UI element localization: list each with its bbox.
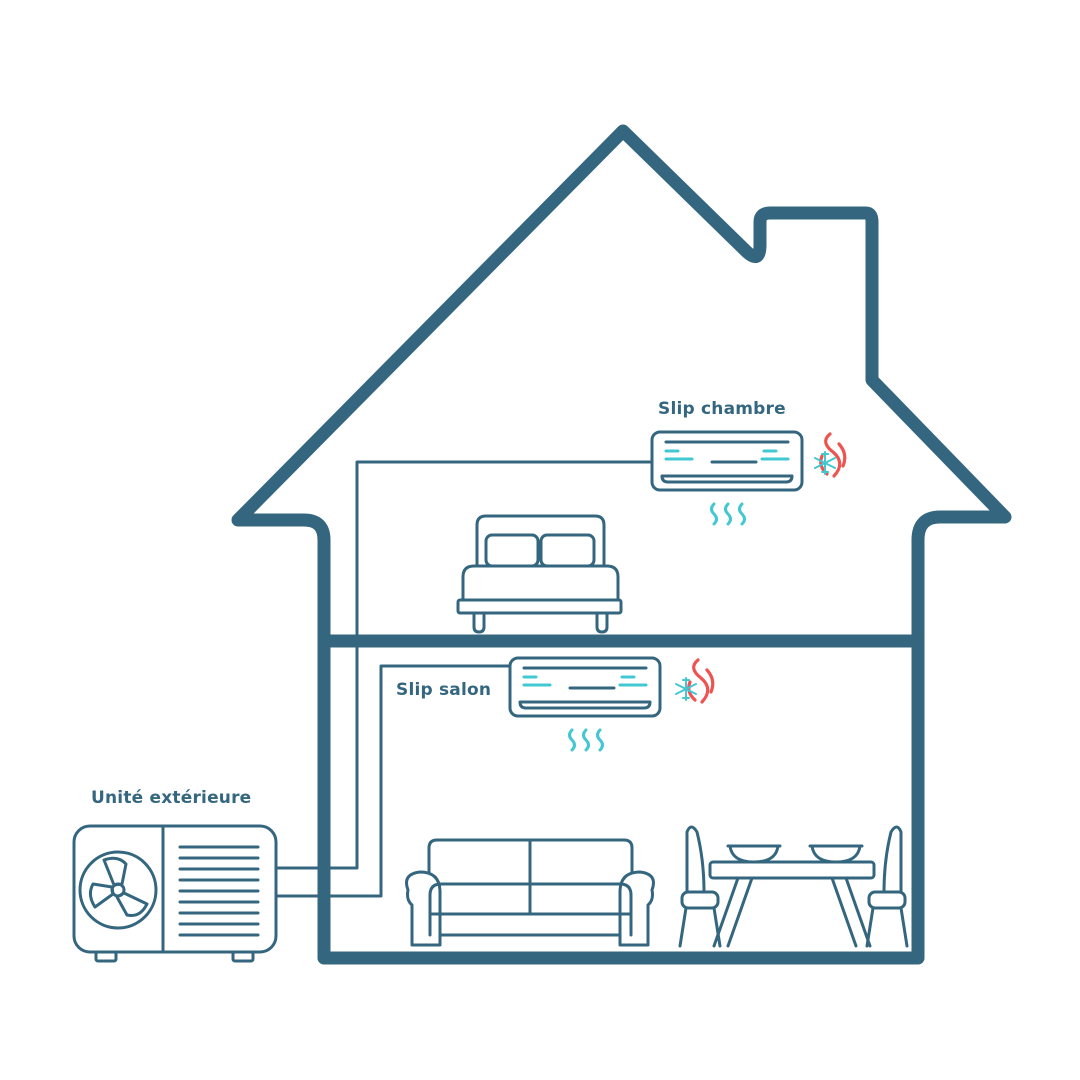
pipe-chambre [276, 460, 654, 870]
dining-table-icon [708, 860, 876, 948]
label-slip-salon: Slip salon [396, 680, 492, 700]
outdoor-unit [72, 824, 278, 963]
vent-grille-icon [178, 845, 260, 937]
airflow-icon [568, 728, 604, 752]
label-outdoor-unit: Unité extérieure [91, 788, 252, 808]
snowflake-icon [814, 451, 836, 475]
house-outline [231, 124, 1012, 965]
flame-icon [687, 658, 715, 704]
bowl-icon [808, 844, 864, 864]
label-slip-chambre: Slip chambre [658, 399, 786, 419]
chair-icon [678, 825, 722, 948]
bowl-icon [726, 844, 782, 864]
ac-unit-chambre [650, 430, 847, 526]
bed-icon [456, 514, 623, 634]
fan-icon [78, 850, 158, 930]
snowflake-icon [675, 677, 697, 701]
ac-unit-salon [508, 656, 715, 752]
chair-icon [865, 825, 909, 948]
sofa-icon [405, 838, 655, 947]
pipe-salon [276, 664, 512, 898]
airflow-icon [710, 502, 746, 526]
